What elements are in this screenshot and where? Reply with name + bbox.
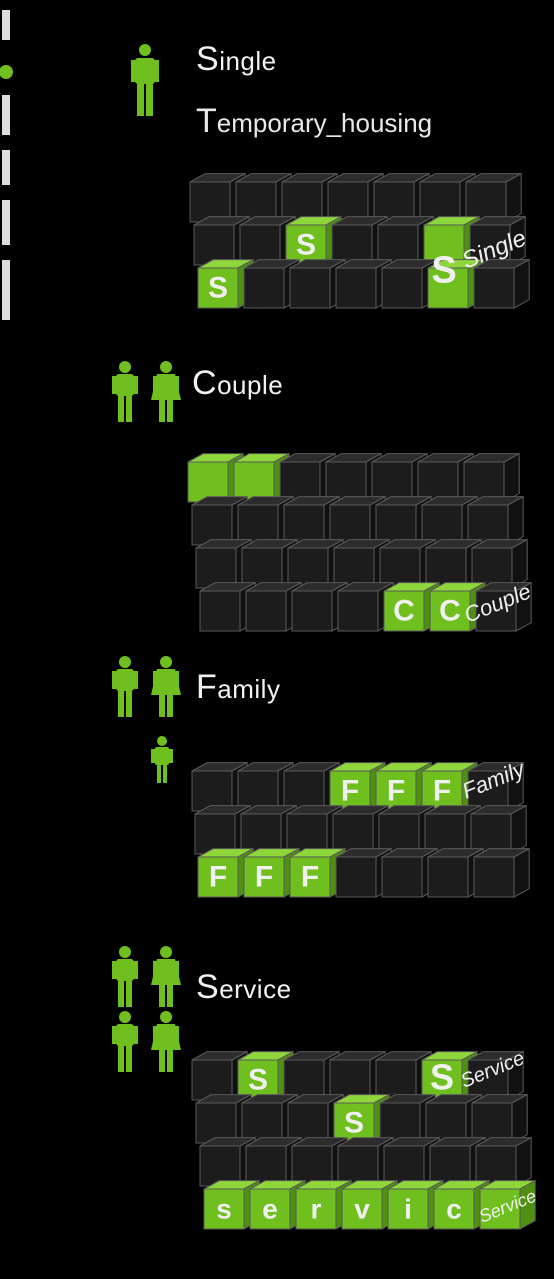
grid-letter: i (404, 1194, 412, 1225)
single-person-icon (128, 42, 162, 118)
section-subtitle-temporary-housing: Temporary_housing (196, 102, 432, 141)
grid-letter: S (431, 250, 456, 292)
cube (472, 1095, 527, 1143)
grid-letter: F (255, 861, 273, 894)
section-title-family: Family (196, 668, 280, 707)
grid-letter: S (430, 1057, 454, 1098)
section-title-single: Single (196, 40, 277, 79)
grid-letter: F (209, 861, 227, 894)
grid-letter: S (344, 1107, 364, 1140)
cube (464, 454, 519, 502)
grid-letter: S (248, 1064, 268, 1097)
cube (468, 497, 523, 545)
grid-letter: F (433, 775, 451, 808)
grid-letter: F (301, 861, 319, 894)
cube (476, 1138, 531, 1186)
cube (471, 806, 526, 854)
section-title-service: Service (196, 968, 292, 1007)
grid-letter: C (393, 595, 415, 628)
vertical-strip-decoration (0, 0, 20, 330)
family-icon (108, 655, 188, 785)
section-title-couple: Couple (192, 364, 283, 403)
grid-letter: v (354, 1194, 370, 1225)
grid-letter: e (262, 1194, 278, 1225)
grid-letter: s (216, 1194, 232, 1225)
grid-letter: F (341, 775, 359, 808)
grid-letter: C (439, 595, 461, 628)
title-initial: S (196, 40, 219, 78)
cube (466, 174, 521, 222)
grid-letter: S (296, 229, 316, 262)
grid-letter: S (208, 272, 228, 305)
title-rest: ingle (219, 46, 276, 76)
couple-icon (108, 360, 188, 422)
grid-letter: r (311, 1194, 322, 1225)
cube (474, 849, 529, 897)
grid-letter: F (387, 775, 405, 808)
service-group-icon (108, 945, 188, 1075)
grid-letter: c (446, 1194, 462, 1225)
